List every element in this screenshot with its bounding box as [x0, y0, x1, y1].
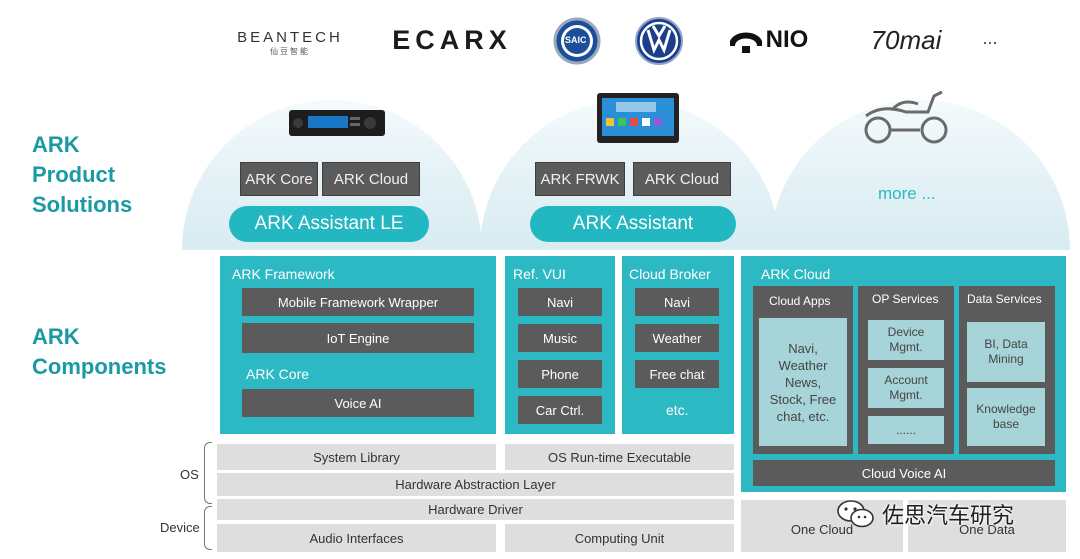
bi-data-mining-box: BI, Data Mining — [967, 322, 1045, 382]
ref-vui-panel: Ref. VUI Navi Music Phone Car Ctrl. — [505, 256, 615, 434]
mobile-framework-wrapper-box: Mobile Framework Wrapper — [242, 288, 474, 316]
more-logos-ellipsis: ... — [978, 26, 1002, 50]
device-bracket — [204, 506, 212, 550]
ecarx-logo: ECARX — [392, 22, 512, 58]
saic-logo-text: SAIC — [565, 35, 587, 45]
audio-interfaces-bar: Audio Interfaces — [217, 524, 496, 552]
ark-assistant-le-pill: ARK Assistant LE — [229, 206, 429, 242]
knowledge-base-line-1: Knowledge — [976, 402, 1036, 416]
ref-vui-music-box: Music — [518, 324, 602, 352]
one-data-bar: One Data — [908, 500, 1066, 552]
70mai-logo-text: 70mai — [870, 24, 942, 55]
ark-core-title: ARK Core — [246, 366, 310, 382]
op-services-more-box: ...... — [868, 416, 944, 444]
account-mgmt-line-1: Account — [884, 373, 928, 387]
ref-vui-navi-box: Navi — [518, 288, 602, 316]
cloud-voice-ai-bar: Cloud Voice AI — [753, 460, 1055, 486]
ark-product-solutions-line-1: ARK — [32, 132, 80, 157]
one-cloud-bar: One Cloud — [741, 500, 903, 552]
more-logos-ellipsis-text: ... — [982, 27, 998, 48]
data-services-title: Data Services — [967, 292, 1042, 306]
ark-product-solutions-line-2: Product — [32, 162, 116, 187]
hardware-driver-bar: Hardware Driver — [217, 499, 734, 520]
car-radio-graphic — [289, 110, 385, 136]
beantech-logo-subtext: 仙豆智能 — [270, 47, 310, 56]
cloud-apps-line-4: Stock, Free — [769, 391, 837, 407]
saic-logo-graphic — [553, 17, 601, 65]
device-label: Device — [160, 520, 200, 535]
head-unit-graphic — [597, 93, 679, 143]
volkswagen-logo-graphic — [635, 17, 683, 65]
ecarx-logo-text: ECARX — [392, 24, 512, 55]
cloud-apps-line-5: chat, etc. — [776, 408, 830, 424]
ark-product-solutions-label: ARK Product Solutions — [32, 130, 132, 220]
70mai-logo: 70mai — [860, 22, 952, 58]
beantech-logo: BEANTECH 仙豆智能 — [222, 26, 358, 60]
knowledge-base-box: Knowledge base — [967, 388, 1045, 446]
watermark: 佐思汽车研究 — [836, 494, 1056, 534]
ref-vui-phone-box: Phone — [518, 360, 602, 388]
op-services-title: OP Services — [872, 292, 939, 306]
cloud-broker-title: Cloud Broker — [629, 266, 711, 282]
ref-vui-car-ctrl-box: Car Ctrl. — [518, 396, 602, 424]
ref-vui-title: Ref. VUI — [513, 266, 566, 282]
os-bracket — [204, 442, 212, 504]
iot-engine-box: IoT Engine — [242, 323, 474, 353]
ark-cloud-button-2: ARK Cloud — [633, 162, 731, 196]
account-mgmt-box: Account Mgmt. — [868, 368, 944, 408]
op-services-column: OP Services Device Mgmt. Account Mgmt. .… — [858, 286, 954, 454]
ark-core-button: ARK Core — [240, 162, 318, 196]
os-runtime-bar: OS Run-time Executable — [505, 444, 734, 470]
ark-components-line-1: ARK — [32, 324, 80, 349]
ark-cloud-title: ARK Cloud — [761, 266, 831, 282]
cloud-apps-title: Cloud Apps — [769, 294, 831, 308]
device-mgmt-line-1: Device — [887, 325, 925, 339]
hardware-abstraction-layer-bar: Hardware Abstraction Layer — [217, 473, 734, 496]
more-products-label: more ... — [878, 184, 936, 203]
cloud-apps-content: Navi, Weather News, Stock, Free chat, et… — [759, 318, 847, 446]
data-services-column: Data Services BI, Data Mining Knowledge … — [959, 286, 1055, 454]
knowledge-base-line-2: base — [992, 417, 1020, 431]
ark-assistant-pill: ARK Assistant — [530, 206, 736, 242]
nio-logo: NIO — [722, 22, 816, 58]
computing-unit-bar: Computing Unit — [505, 524, 734, 552]
cloud-broker-navi-box: Navi — [635, 288, 719, 316]
ark-framework-title: ARK Framework — [232, 266, 335, 282]
ark-cloud-panel: ARK Cloud Cloud Apps Navi, Weather News,… — [741, 256, 1066, 492]
bi-data-mining-line-1: BI, Data — [984, 337, 1028, 351]
watermark-text: 佐思汽车研究 — [882, 504, 1015, 529]
cloud-broker-panel: Cloud Broker Navi Weather Free chat etc. — [622, 256, 734, 434]
voice-ai-box: Voice AI — [242, 389, 474, 417]
cloud-broker-free-chat-box: Free chat — [635, 360, 719, 388]
cloud-apps-line-1: Navi, — [788, 340, 818, 356]
saic-logo: SAIC — [553, 17, 601, 65]
car-radio-image — [288, 108, 386, 138]
device-mgmt-line-2: Mgmt. — [889, 340, 923, 354]
system-library-bar: System Library — [217, 444, 496, 470]
wechat-icon — [837, 500, 874, 528]
ark-frwk-button: ARK FRWK — [535, 162, 625, 196]
device-mgmt-box: Device Mgmt. — [868, 320, 944, 360]
os-label: OS — [180, 467, 199, 482]
ark-framework-panel: ARK Framework Mobile Framework Wrapper I… — [220, 256, 496, 434]
account-mgmt-line-2: Mgmt. — [889, 388, 923, 402]
nio-logo-graphic — [729, 32, 762, 53]
nio-logo-text: NIO — [765, 26, 809, 53]
ark-components-label: ARK Components — [32, 322, 166, 382]
head-unit-image — [596, 92, 680, 144]
ark-components-line-2: Components — [32, 354, 167, 379]
ark-product-solutions-line-3: Solutions — [32, 192, 133, 217]
cloud-apps-line-2: Weather — [778, 357, 828, 373]
scooter-image — [862, 86, 950, 146]
bi-data-mining-line-2: Mining — [988, 352, 1024, 366]
cloud-broker-weather-box: Weather — [635, 324, 719, 352]
scooter-graphic — [864, 90, 948, 144]
cloud-apps-column: Cloud Apps Navi, Weather News, Stock, Fr… — [753, 286, 853, 454]
cloud-broker-etc-label: etc. — [666, 402, 689, 418]
volkswagen-logo — [634, 16, 684, 66]
cloud-apps-line-3: News, — [784, 374, 822, 390]
beantech-logo-text: BEANTECH — [237, 29, 343, 46]
ark-cloud-button-1: ARK Cloud — [322, 162, 420, 196]
